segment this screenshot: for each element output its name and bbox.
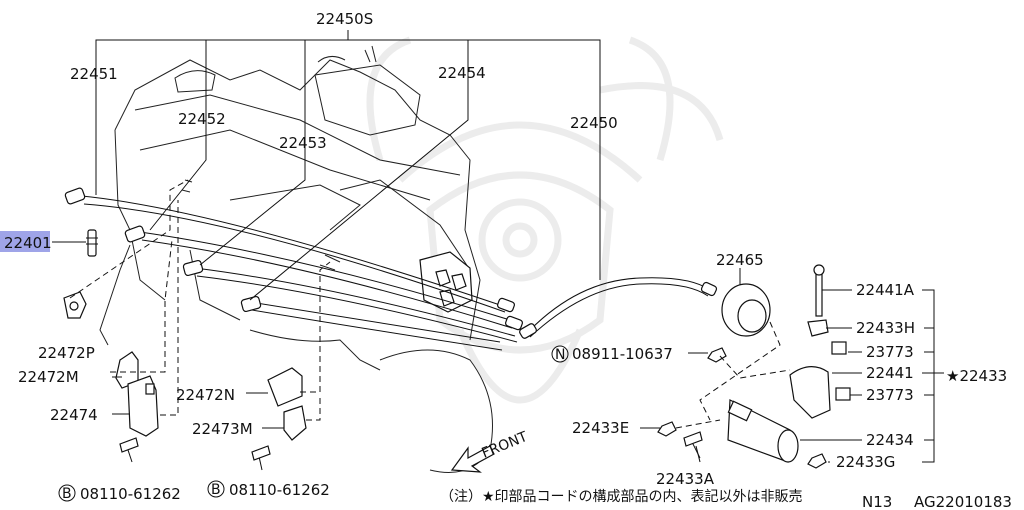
diagram-code: N13 bbox=[862, 493, 892, 510]
label-22441[interactable]: 22441 bbox=[866, 364, 914, 382]
label-23773-bottom[interactable]: 23773 bbox=[866, 386, 914, 404]
circle-b-left: B bbox=[62, 486, 72, 502]
catalog-code: AG22010183 bbox=[914, 493, 1012, 510]
nut-label[interactable]: N 08911-10637 bbox=[551, 345, 673, 363]
label-front: FRONT bbox=[480, 429, 531, 462]
label-22454[interactable]: 22454 bbox=[438, 64, 486, 82]
label-22433G[interactable]: 22433G bbox=[836, 453, 895, 471]
label-22453[interactable]: 22453 bbox=[279, 134, 327, 152]
spark-plug-wires bbox=[81, 195, 711, 351]
part-labels: 22450S 22451 22452 22453 22454 22450 224… bbox=[4, 10, 1012, 510]
circle-n: N bbox=[555, 347, 565, 363]
label-22451[interactable]: 22451 bbox=[70, 65, 118, 83]
plug-boots bbox=[64, 187, 718, 339]
label-22452[interactable]: 22452 bbox=[178, 110, 226, 128]
label-22450[interactable]: 22450 bbox=[570, 114, 618, 132]
circle-b-right: B bbox=[211, 482, 221, 498]
label-22473M[interactable]: 22473M bbox=[192, 420, 253, 438]
label-22433H[interactable]: 22433H bbox=[856, 319, 915, 337]
wire-clips-left bbox=[63, 291, 307, 471]
highlight-22401 bbox=[0, 231, 50, 252]
label-23773-top[interactable]: 23773 bbox=[866, 343, 914, 361]
label-22433-star[interactable]: ★22433 bbox=[946, 367, 1007, 385]
label-22401[interactable]: 22401 bbox=[4, 234, 52, 252]
watermark-emblem bbox=[366, 36, 724, 404]
label-22433E[interactable]: 22433E bbox=[572, 419, 629, 437]
label-nut[interactable]: 08911-10637 bbox=[572, 345, 673, 363]
label-bolt-right[interactable]: 08110-61262 bbox=[229, 481, 330, 499]
label-bolt-left[interactable]: 08110-61262 bbox=[80, 485, 181, 503]
label-22434[interactable]: 22434 bbox=[866, 431, 914, 449]
label-22474[interactable]: 22474 bbox=[50, 406, 98, 424]
spark-plug bbox=[86, 229, 98, 257]
label-22472N[interactable]: 22472N bbox=[176, 386, 235, 404]
footnote: （注）★印部品コードの構成部品の内、表記以外は非販売 bbox=[440, 488, 803, 505]
ignition-coil-assembly bbox=[657, 264, 851, 469]
bolt-label-left[interactable]: B 08110-61262 bbox=[58, 484, 181, 503]
label-22465[interactable]: 22465 bbox=[716, 251, 764, 269]
label-22472P[interactable]: 22472P bbox=[38, 344, 95, 362]
bolt-label-right[interactable]: B 08110-61262 bbox=[207, 480, 330, 499]
label-22441A[interactable]: 22441A bbox=[856, 281, 915, 299]
leader-lines bbox=[52, 30, 944, 463]
label-22450S[interactable]: 22450S bbox=[316, 10, 373, 28]
label-22472M[interactable]: 22472M bbox=[18, 368, 79, 386]
label-22433A[interactable]: 22433A bbox=[656, 470, 715, 488]
front-arrow-icon bbox=[450, 445, 495, 473]
